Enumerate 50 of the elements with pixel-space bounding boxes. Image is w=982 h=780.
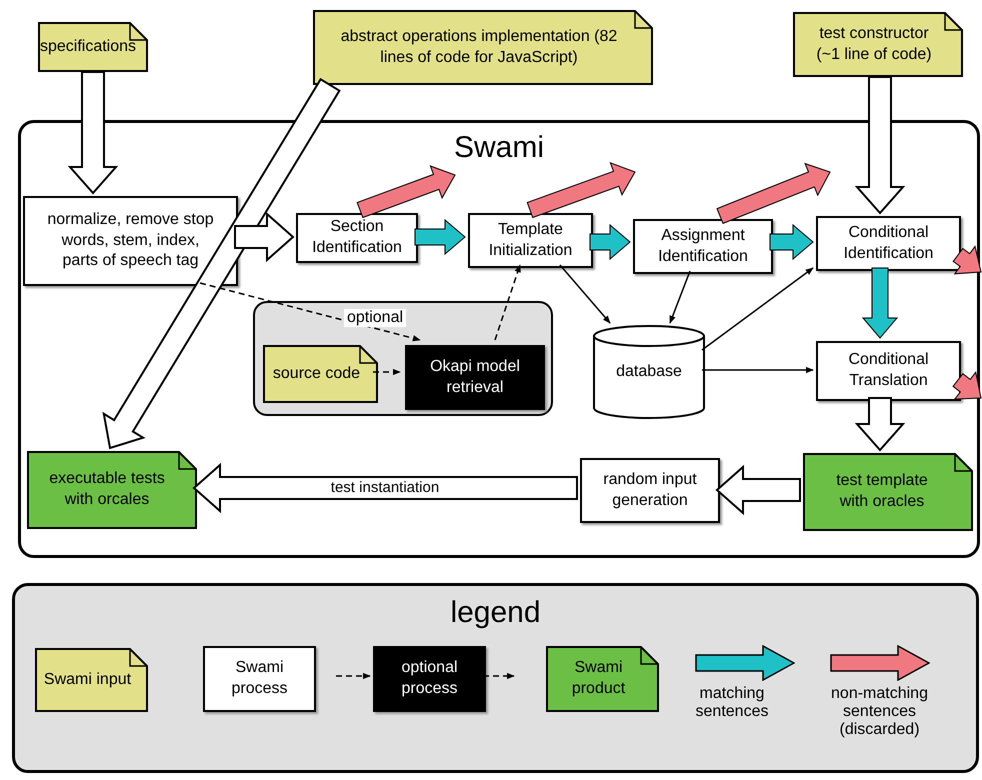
product-note: Swami product bbox=[546, 646, 659, 712]
dashed-arrow bbox=[494, 264, 521, 340]
frame-title: legend bbox=[449, 596, 542, 630]
block-arrow bbox=[526, 162, 636, 218]
block-arrow bbox=[234, 212, 294, 262]
optional-process-box: Okapi model retrieval bbox=[405, 345, 545, 410]
arrow bbox=[559, 264, 611, 324]
product-note: executable tests with orcales bbox=[27, 451, 197, 529]
block-arrow bbox=[102, 78, 341, 450]
block-arrow bbox=[68, 71, 118, 194]
block-arrow bbox=[952, 371, 982, 400]
process-box: Swami process bbox=[203, 646, 316, 712]
process-box: Assignment Identification bbox=[633, 219, 773, 274]
input-note: specifications bbox=[38, 22, 148, 72]
input-note: test constructor (~1 line of code) bbox=[793, 12, 963, 77]
frame-title: Swami bbox=[452, 131, 545, 165]
dashed-arrow bbox=[336, 672, 371, 680]
block-arrow bbox=[590, 224, 631, 260]
legend-label: matching sentences bbox=[694, 685, 770, 721]
process-box: Template Initialization bbox=[468, 213, 593, 268]
database-cylinder: database bbox=[593, 326, 705, 418]
input-note: source code bbox=[263, 345, 378, 403]
input-note: abstract operations implementation (82 lines of code for JavaScript) bbox=[313, 10, 653, 85]
block-arrow bbox=[716, 162, 831, 224]
process-box: random input generation bbox=[580, 458, 720, 523]
arrow bbox=[702, 366, 814, 374]
process-box: normalize, remove stop words, stem, index, parts of speech tag bbox=[23, 196, 238, 286]
block-arrow bbox=[862, 268, 898, 339]
edge-label: optional bbox=[344, 309, 406, 327]
process-box: Section Identification bbox=[296, 213, 418, 263]
process-box: Conditional Identification bbox=[816, 216, 961, 271]
block-arrow bbox=[770, 224, 814, 260]
optional-panel bbox=[253, 301, 553, 416]
optional-process-box: optional process bbox=[373, 646, 486, 712]
dashed-arrow bbox=[200, 282, 421, 342]
block-arrow bbox=[952, 245, 982, 274]
block-arrow bbox=[716, 464, 801, 516]
block-arrow bbox=[414, 218, 466, 256]
arrow bbox=[702, 267, 814, 351]
process-box: Conditional Translation bbox=[816, 341, 961, 401]
dashed-arrow bbox=[373, 368, 401, 376]
product-note: test template with oracles bbox=[803, 453, 973, 531]
input-note: Swami input bbox=[35, 648, 148, 712]
dashed-arrow bbox=[483, 672, 515, 680]
block-arrow bbox=[854, 397, 906, 452]
block-arrow bbox=[854, 76, 906, 214]
legend-panel bbox=[12, 583, 979, 773]
legend-label: non-matching sentences (discarded) bbox=[830, 685, 929, 739]
block-arrow bbox=[356, 165, 456, 218]
arrow bbox=[669, 270, 691, 324]
